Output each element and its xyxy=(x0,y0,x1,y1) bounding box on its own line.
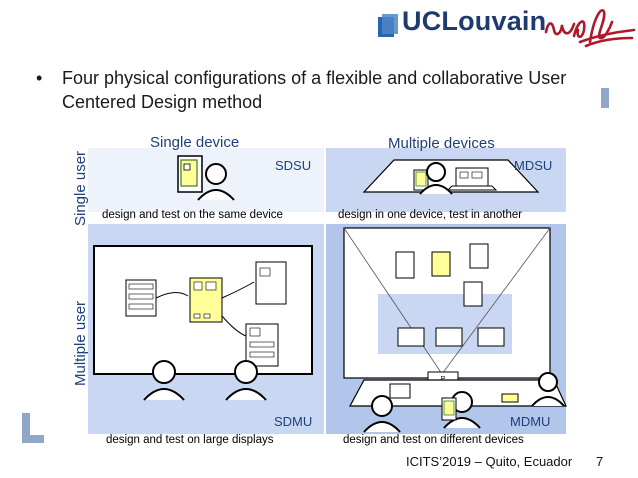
user-icon xyxy=(531,372,565,407)
mdmu-label: MDMU xyxy=(510,414,551,429)
uclouvain-l-icon xyxy=(22,413,44,443)
bullet-marker: • xyxy=(36,68,43,88)
screen-icon xyxy=(245,323,279,367)
mdsu-caption: design in one device, test in another xyxy=(338,209,523,221)
row-header-single-user: Single user xyxy=(72,150,89,226)
tablet-icon xyxy=(177,155,203,193)
sdsu-label: SDSU xyxy=(275,158,312,173)
slide-text: Four physical configurations of a flexib… xyxy=(62,68,567,112)
footer-conference: ICITS’2019 – Quito, Ecuador xyxy=(406,454,573,469)
tablet-icon xyxy=(413,169,429,191)
screen-icon xyxy=(395,243,489,307)
screen-icon xyxy=(189,277,223,323)
table-icon xyxy=(362,159,540,193)
uclouvain-logo-text: UCLouvain xyxy=(402,6,547,36)
user-icon xyxy=(143,360,185,401)
page-number: 7 xyxy=(596,454,604,469)
cell-sdsu-bg xyxy=(88,148,324,212)
laptop-icon xyxy=(389,383,519,403)
screen-icon xyxy=(125,279,157,317)
configuration-figure: P xyxy=(88,148,567,434)
column-header-single-device: Single device xyxy=(150,134,240,151)
udl-signature-logo xyxy=(544,9,636,48)
screen-icon xyxy=(255,261,287,305)
sdsu-caption: design and test on the same device xyxy=(102,209,283,221)
user-icon xyxy=(197,163,235,201)
laptop-icon xyxy=(446,167,498,191)
row-header-multiple-user: Multiple user xyxy=(72,300,89,386)
tablet-icon xyxy=(441,397,457,421)
column-header-multiple-devices: Multiple devices xyxy=(388,135,495,152)
mdsu-label: MDSU xyxy=(514,158,553,173)
user-icon xyxy=(225,360,267,401)
mdmu-caption: design and test on different devices xyxy=(343,434,524,446)
user-icon xyxy=(363,395,401,433)
sdmu-label: SDMU xyxy=(274,414,313,429)
uclouvain-logo-icon xyxy=(378,14,398,37)
user-icon xyxy=(419,162,453,195)
sdmu-caption: design and test on large displays xyxy=(106,434,274,446)
decorative-bar xyxy=(601,88,609,108)
